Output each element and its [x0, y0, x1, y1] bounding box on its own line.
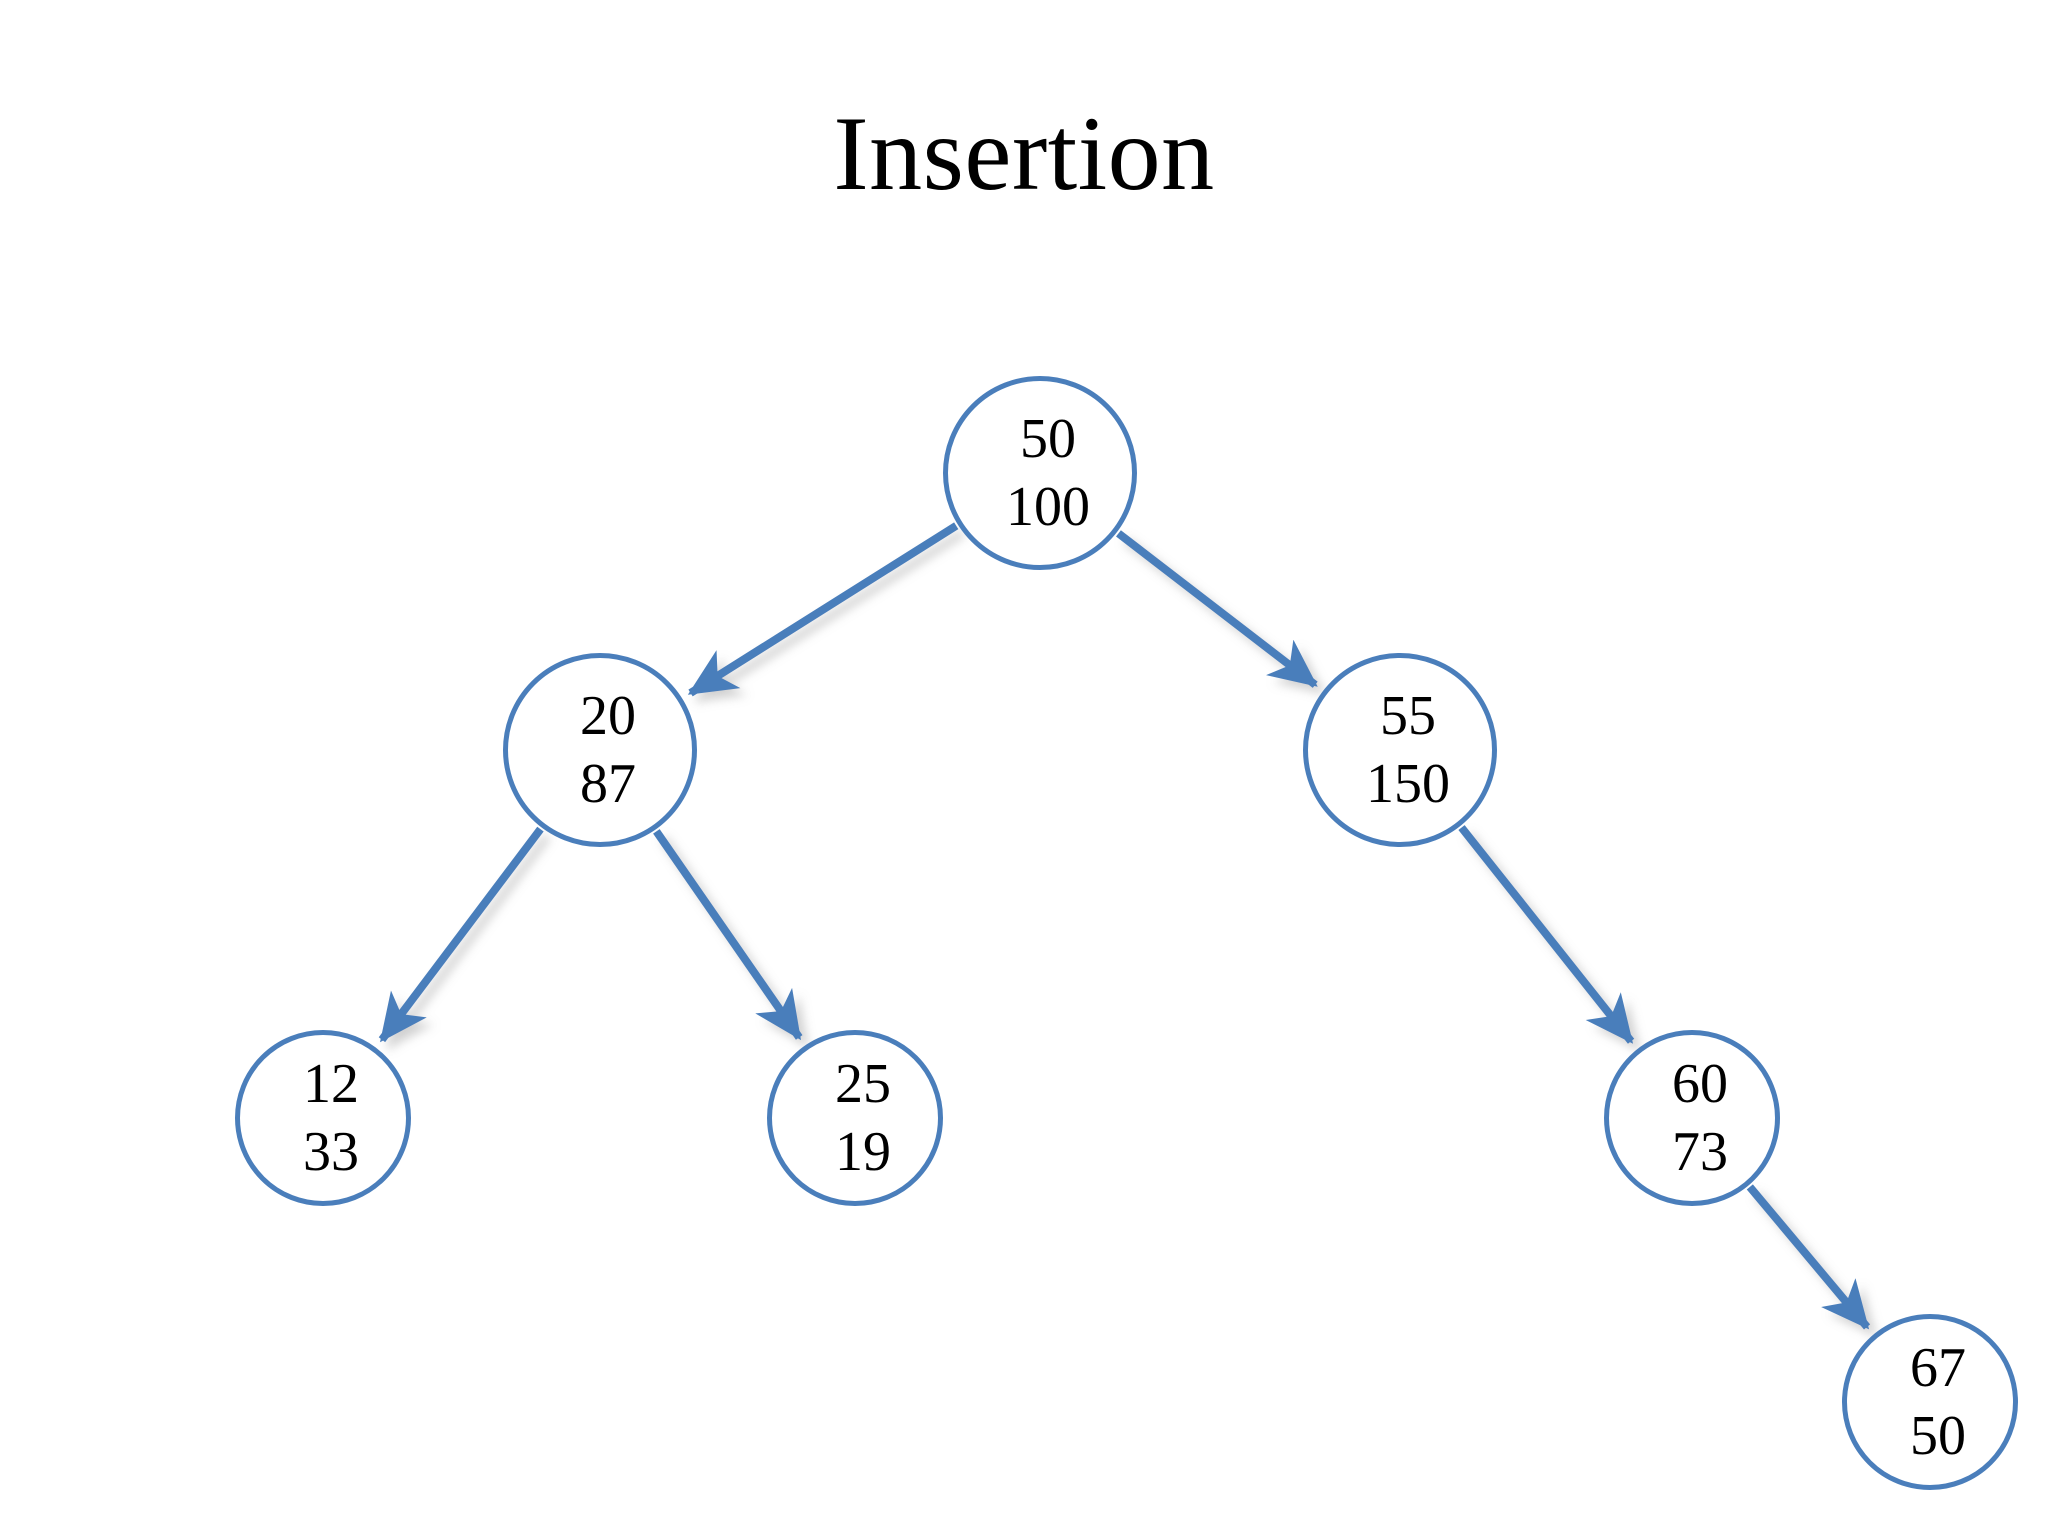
node-key: 20 [580, 685, 636, 747]
node-key: 25 [835, 1053, 891, 1115]
tree-edge-60-to-67 [1746, 1184, 1871, 1330]
node-value: 73 [1672, 1121, 1728, 1183]
tree-edge-50-to-55 [1116, 530, 1318, 688]
node-key: 55 [1380, 685, 1436, 747]
node-value: 19 [835, 1121, 891, 1183]
node-key: 67 [1910, 1337, 1966, 1399]
page-title: Insertion [833, 95, 1215, 212]
node-value: 150 [1366, 753, 1450, 815]
tree-edge-20-to-25 [653, 829, 803, 1041]
node-value: 100 [1006, 476, 1090, 538]
tree-edge-20-to-12 [378, 826, 544, 1043]
node-value: 50 [1910, 1405, 1966, 1467]
tree-edge-55-to-60 [1458, 825, 1635, 1044]
node-key: 60 [1672, 1053, 1728, 1115]
node-value: 87 [580, 753, 636, 815]
node-key: 50 [1020, 408, 1076, 470]
tree-edge-50-to-20 [687, 522, 959, 697]
node-value: 33 [303, 1121, 359, 1183]
node-key: 12 [303, 1053, 359, 1115]
